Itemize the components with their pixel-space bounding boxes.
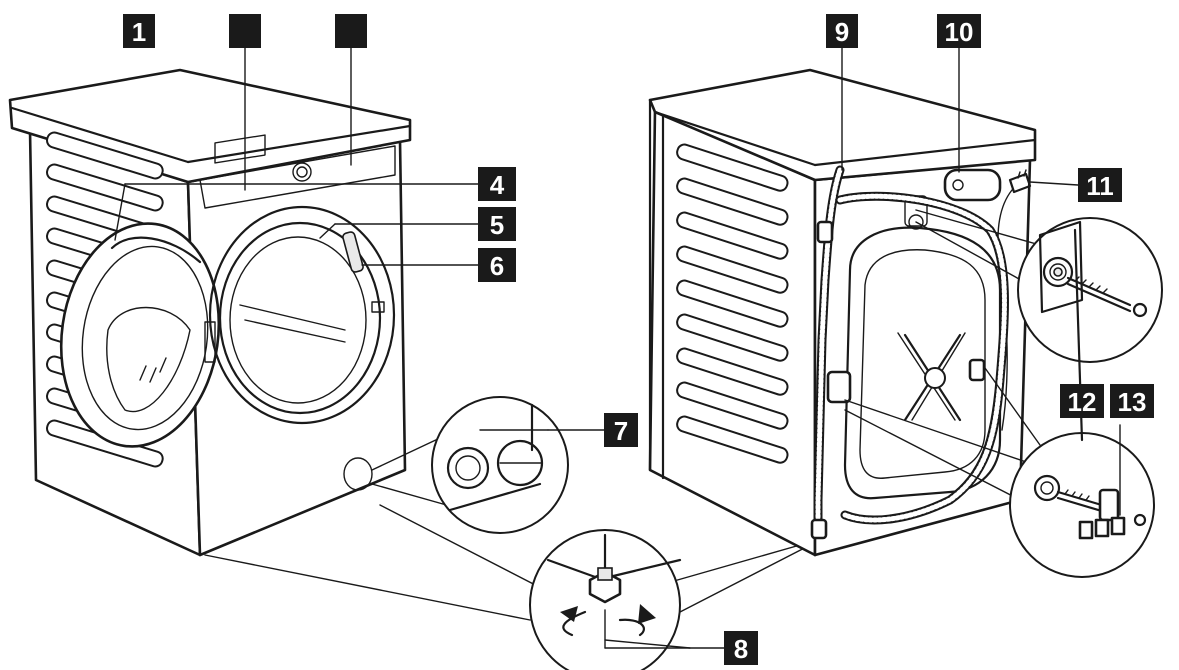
label-9: 9 <box>826 14 858 48</box>
svg-text:7: 7 <box>614 416 628 446</box>
label-6: 6 <box>478 248 516 282</box>
svg-text:8: 8 <box>734 634 748 664</box>
rotate-arrow-right-icon <box>618 618 645 637</box>
rear-machine <box>648 68 1041 557</box>
svg-text:12: 12 <box>1068 387 1097 417</box>
rotate-arrow-left-head <box>560 606 578 622</box>
label-11: 11 <box>1078 168 1122 202</box>
svg-text:1: 1 <box>132 17 146 47</box>
label-2 <box>229 14 261 48</box>
svg-text:10: 10 <box>945 17 974 47</box>
adjustable-foot-zoom <box>204 504 821 670</box>
svg-text:13: 13 <box>1118 387 1147 417</box>
rear-port <box>943 168 1002 202</box>
label-12: 12 <box>1060 384 1104 418</box>
rear-side-vents <box>676 143 789 464</box>
label-5: 5 <box>478 207 516 241</box>
transit-bolt-zoom <box>1017 217 1163 363</box>
open-door <box>59 222 221 448</box>
pump-filter-zoom <box>371 396 569 534</box>
label-3 <box>335 14 367 48</box>
rotate-arrow-left-icon <box>562 610 587 637</box>
svg-text:4: 4 <box>490 170 505 200</box>
label-1: 1 <box>123 14 155 48</box>
drain-hose <box>810 165 1009 540</box>
label-13: 13 <box>1110 384 1154 418</box>
svg-text:9: 9 <box>835 17 849 47</box>
front-machine <box>8 68 412 557</box>
porthole <box>204 205 396 425</box>
label-8: 8 <box>724 631 758 665</box>
label-10: 10 <box>937 14 981 48</box>
rotate-arrow-right-head <box>638 604 656 624</box>
label-7: 7 <box>604 413 638 447</box>
pump-cover <box>343 457 373 491</box>
svg-text:11: 11 <box>1086 171 1114 201</box>
svg-text:5: 5 <box>490 210 504 240</box>
label-4: 4 <box>478 167 516 201</box>
spacer-zoom <box>1009 228 1155 578</box>
svg-text:6: 6 <box>490 251 504 281</box>
